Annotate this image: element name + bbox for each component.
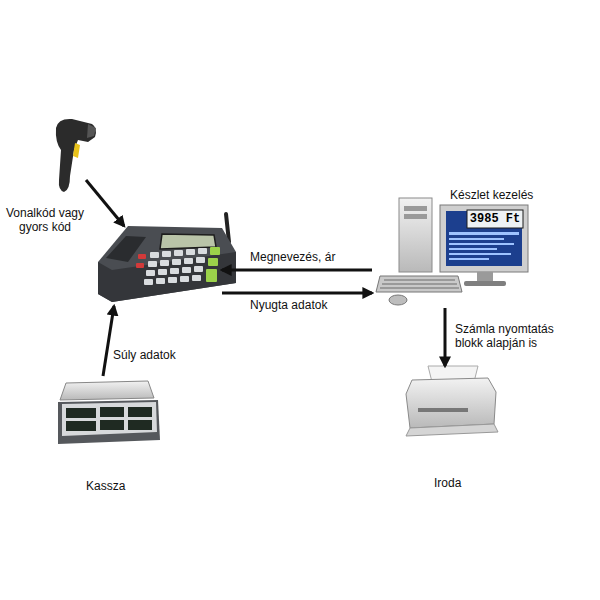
arrow: [103, 306, 114, 376]
text-label: Vonalkód vagy gyors kód: [4, 206, 86, 234]
arrow: [86, 180, 124, 226]
monitor-bezel: [440, 205, 528, 272]
keypad: [144, 248, 207, 285]
red-keys: [136, 254, 146, 268]
cash-register: [98, 214, 236, 302]
scale-pan: [60, 381, 154, 400]
mouse: [389, 295, 407, 305]
register-display: [160, 234, 216, 249]
monitor-stand: [477, 272, 493, 281]
text-label: Számla nyomtatás blokk alapján is: [455, 322, 580, 350]
scanner-window: [87, 124, 96, 138]
text-label: Iroda: [434, 476, 514, 490]
arrows: [86, 180, 445, 376]
arrow: [222, 269, 372, 272]
printer: [406, 366, 498, 436]
text-label: Nyugta adatok: [250, 298, 370, 312]
scale-panel: [62, 402, 157, 436]
text-label: 3985 Ft: [468, 212, 522, 226]
text-label: Megnevezés, ár: [250, 250, 370, 264]
scanner-body: [56, 119, 96, 192]
drive-bay: [404, 206, 427, 211]
pc-tower: [399, 198, 432, 272]
keyboard: [376, 276, 462, 292]
weighing-scale: [58, 381, 160, 444]
scale-display: [66, 408, 96, 418]
arrow: [444, 308, 447, 366]
computer: [376, 198, 528, 305]
scanner-trigger: [73, 143, 80, 158]
paper-slot: [106, 236, 146, 262]
keyboard-keys: [380, 280, 459, 288]
scale-display: [128, 407, 152, 417]
monitor-base: [464, 281, 506, 286]
screen-lines: [449, 232, 519, 260]
scale-display: [66, 421, 96, 431]
price-display: [467, 210, 523, 228]
barcode-scanner: [56, 119, 96, 192]
scale-base: [58, 400, 160, 444]
drive-bay: [404, 214, 427, 219]
arrow: [222, 292, 372, 295]
monitor-screen: [446, 211, 522, 266]
paper-tray: [406, 424, 498, 436]
scale-display: [100, 420, 124, 430]
scale-display: [128, 420, 152, 430]
scale-display: [100, 407, 124, 417]
printer-body: [406, 378, 496, 428]
paper-exit: [418, 408, 468, 412]
text-label: Súly adatok: [113, 348, 203, 362]
green-keys: [206, 247, 220, 282]
register-body: [98, 226, 236, 302]
text-label: Készlet kezelés: [450, 188, 560, 202]
text-label: Kassza: [86, 479, 166, 493]
